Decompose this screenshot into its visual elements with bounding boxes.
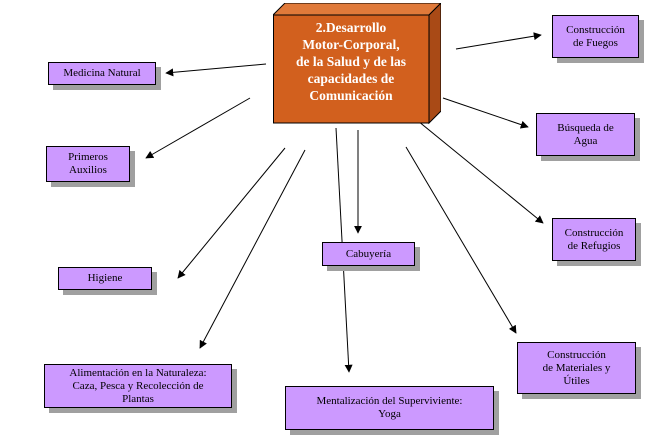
arrow-to-medicina-natural <box>165 63 267 77</box>
node-medicina-natural: Medicina Natural <box>48 62 156 85</box>
arrow-to-agua <box>442 97 529 129</box>
node-mentalizacion: Mentalización del Superviviente: Yoga <box>285 386 494 430</box>
arrow-to-higiene <box>177 147 286 279</box>
central-topic-side-face <box>428 3 441 125</box>
node-higiene: Higiene <box>58 267 152 290</box>
central-topic: 2.Desarrollo Motor-Corporal, de la Salud… <box>273 3 441 125</box>
central-topic-top-face <box>273 3 441 16</box>
arrow-to-refugios <box>417 120 544 224</box>
arrow-to-materiales <box>405 146 517 334</box>
central-topic-title: 2.Desarrollo Motor-Corporal, de la Salud… <box>296 20 406 103</box>
arrow-to-fuegos <box>455 32 542 50</box>
node-primeros-auxilios: Primeros Auxilios <box>46 146 130 182</box>
node-construccion-materiales: Construcción de Materiales y Útiles <box>517 342 636 394</box>
arrow-to-primeros-auxilios <box>145 97 251 159</box>
node-construccion-fuegos: Construcción de Fuegos <box>552 15 639 58</box>
node-construccion-refugios: Construcción de Refugios <box>552 218 636 261</box>
node-alimentacion: Alimentación en la Naturaleza: Caza, Pes… <box>44 364 232 408</box>
arrow-to-alimentacion <box>199 149 306 349</box>
node-cabuyeria: Cabuyería <box>322 242 415 266</box>
central-topic-front-face <box>273 14 430 124</box>
node-busqueda-agua: Búsqueda de Agua <box>536 113 635 156</box>
